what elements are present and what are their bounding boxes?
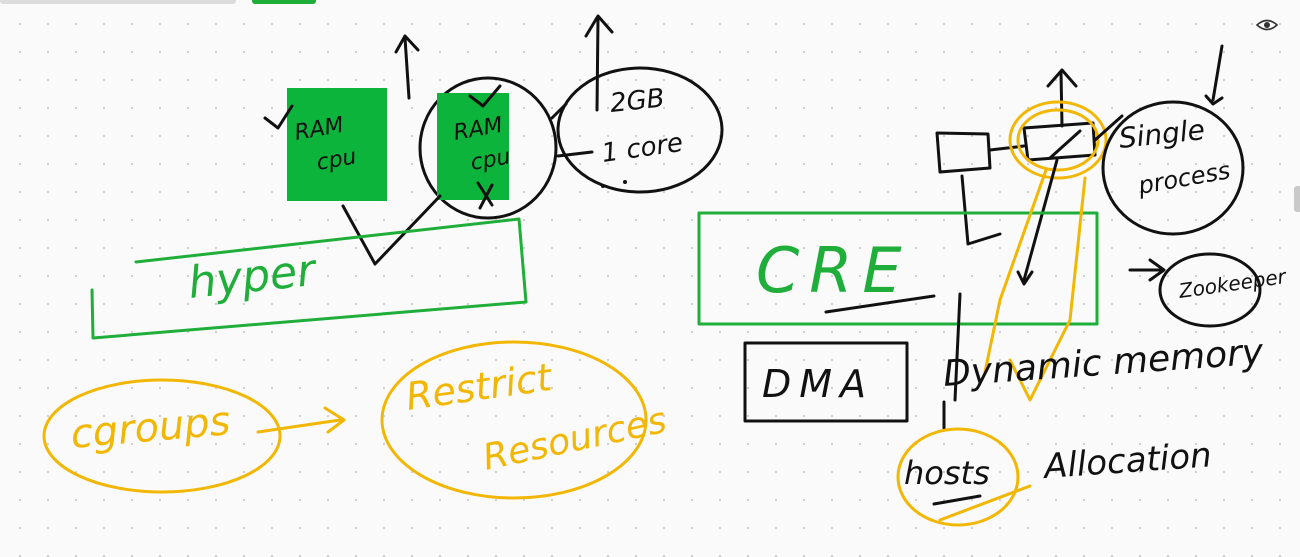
hypervisor-sketch: RAM cpu RAM cpu 2GB 1 core hyper cgroups… — [42, 14, 724, 500]
connector-vm-resources — [550, 102, 594, 158]
hosts-underline-yellow — [938, 484, 1032, 522]
ram-cpu-box-2 — [437, 93, 509, 200]
dma-label: DMA — [762, 362, 874, 406]
cgroups-label: cgroups — [69, 398, 232, 458]
cross-mark — [476, 181, 494, 210]
single-process-circle — [1101, 100, 1245, 236]
cgroups-oval — [42, 378, 282, 494]
vertical-black-line — [942, 292, 962, 430]
pointer-line-top — [1204, 44, 1224, 106]
link-lines — [341, 194, 442, 266]
check-mark-2 — [468, 84, 502, 108]
up-arrow-1 — [394, 34, 420, 100]
dma-box — [743, 341, 909, 423]
highlight-oval — [1008, 100, 1108, 180]
hosts-underline — [932, 494, 982, 506]
yellow-link-line — [1008, 176, 1087, 402]
resources-label: Resources — [479, 400, 670, 479]
line-to-cre-right — [1016, 158, 1059, 286]
up-arrow-2 — [584, 14, 614, 112]
cre-sketch: Single process CRE Zookeeper DMA Dynamic… — [697, 44, 1289, 527]
dot-mark-2 — [623, 180, 627, 184]
core-label: 1 core — [600, 128, 685, 169]
process-label: process — [1135, 156, 1232, 200]
resource-circle — [556, 66, 724, 194]
cre-box — [697, 211, 1099, 326]
hosts-label: hosts — [904, 454, 990, 492]
side-panel-handle[interactable] — [1294, 186, 1300, 212]
arrow-to-zookeeper — [1128, 258, 1166, 282]
top-tab-active — [252, 0, 316, 4]
zookeeper-oval — [1158, 252, 1262, 328]
connector-boxes — [988, 129, 1082, 160]
small-box-right — [1022, 121, 1097, 162]
small-box-left — [935, 131, 992, 174]
cre-underline — [824, 294, 936, 314]
allocation-label: Allocation — [1041, 435, 1213, 487]
restrict-oval — [380, 340, 648, 500]
top-tab-left — [0, 0, 236, 4]
ram-cpu-box-1 — [287, 88, 387, 201]
arrow-to-restrict — [256, 406, 346, 434]
vm-circle — [418, 76, 558, 220]
line-box-to-process — [1093, 114, 1124, 142]
check-mark-1 — [263, 104, 294, 130]
up-arrow-3 — [1046, 68, 1078, 128]
hosts-oval — [896, 427, 1020, 527]
line-to-cre-left — [960, 174, 1002, 246]
yellow-link-line-2 — [983, 168, 1048, 374]
eye-icon[interactable] — [1255, 17, 1279, 33]
dot-mark — [601, 184, 605, 188]
highlight-oval-inner — [1016, 108, 1100, 172]
restrict-label: Restrict — [403, 355, 556, 419]
gb-label: 2GB — [609, 83, 666, 119]
hyper-box — [90, 217, 528, 340]
zookeeper-label: Zookeeper — [1176, 264, 1289, 303]
cre-label: CRE — [756, 234, 912, 307]
single-label: Single — [1117, 113, 1206, 155]
